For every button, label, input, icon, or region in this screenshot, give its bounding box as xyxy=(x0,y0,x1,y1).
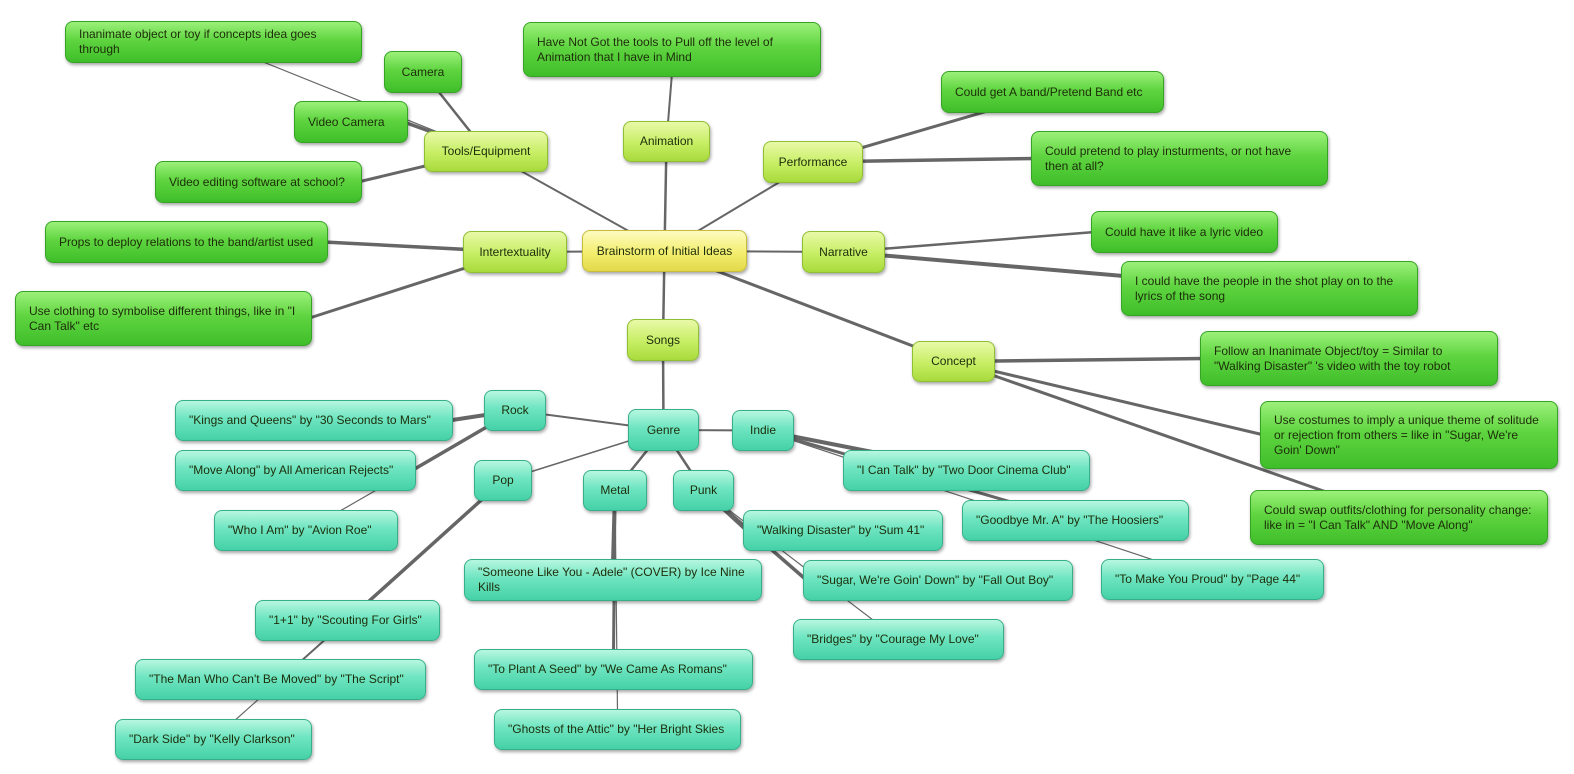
perf-instruments-label: Could pretend to play insturments, or no… xyxy=(1045,143,1292,173)
rock-song-2-label: "Move Along" by All American Rejects" xyxy=(189,463,394,477)
inter-props-node[interactable]: Props to deploy relations to the band/ar… xyxy=(45,221,328,263)
concept-outfits-label: Could swap outfits/clothing for personal… xyxy=(1264,502,1532,532)
tools-camera-node[interactable]: Camera xyxy=(384,51,462,93)
intertextuality-node[interactable]: Intertextuality xyxy=(463,231,567,273)
perf-instruments-node[interactable]: Could pretend to play insturments, or no… xyxy=(1031,131,1328,186)
animation-note-label: Have Not Got the tools to Pull off the l… xyxy=(537,34,773,64)
concept-object-label: Follow an Inanimate Object/toy = Similar… xyxy=(1214,343,1451,373)
punk-song-3-label: "Bridges" by "Courage My Love" xyxy=(807,632,979,646)
tools-video-camera-label: Video Camera xyxy=(308,114,385,129)
indie-song-2-label: "Goodbye Mr. A" by "The Hoosiers" xyxy=(976,513,1164,527)
punk-song-2-node[interactable]: "Sugar, We're Goin' Down" by "Fall Out B… xyxy=(803,560,1073,601)
tools-video-camera-node[interactable]: Video Camera xyxy=(294,101,408,143)
inter-clothing-node[interactable]: Use clothing to symbolise different thin… xyxy=(15,291,312,346)
punk-song-1-node[interactable]: "Walking Disaster" by "Sum 41" xyxy=(743,510,943,551)
animation-node[interactable]: Animation xyxy=(623,121,710,162)
punk-node[interactable]: Punk xyxy=(673,470,734,511)
connector-punk-punk_3 xyxy=(702,489,900,641)
perf-band-label: Could get A band/Pretend Band etc xyxy=(955,84,1143,99)
metal-song-2-label: "To Plant A Seed" by "We Came As Romans" xyxy=(488,662,727,676)
punk-song-1-label: "Walking Disaster" by "Sum 41" xyxy=(757,523,925,537)
connector-narrative-narr_lyric_video xyxy=(842,230,1097,254)
songs-label: Songs xyxy=(645,332,681,347)
rock-song-3-label: "Who I Am" by "Avion Roe" xyxy=(228,523,372,537)
performance-label: Performance xyxy=(778,154,848,169)
rock-song-2-node[interactable]: "Move Along" by All American Rejects" xyxy=(175,450,416,491)
indie-song-3-node[interactable]: "To Make You Proud" by "Page 44" xyxy=(1101,559,1324,600)
perf-band-node[interactable]: Could get A band/Pretend Band etc xyxy=(941,71,1164,113)
punk-song-2-label: "Sugar, We're Goin' Down" by "Fall Out B… xyxy=(817,573,1054,587)
indie-song-1-label: "I Can Talk" by "Two Door Cinema Club" xyxy=(857,463,1071,477)
rock-node[interactable]: Rock xyxy=(484,390,546,431)
pop-song-1-node[interactable]: "1+1" by "Scouting For Girls" xyxy=(255,600,440,641)
rock-label: Rock xyxy=(501,403,529,417)
pop-node[interactable]: Pop xyxy=(474,460,532,501)
indie-song-2-node[interactable]: "Goodbye Mr. A" by "The Hoosiers" xyxy=(962,500,1189,541)
concept-label: Concept xyxy=(931,354,976,368)
indie-label: Indie xyxy=(749,423,777,437)
rock-song-1-node[interactable]: "Kings and Queens" by "30 Seconds to Mar… xyxy=(175,400,453,441)
pop-song-3-label: "Dark Side" by "Kelly Clarkson" xyxy=(129,732,295,746)
animation-note-node[interactable]: Have Not Got the tools to Pull off the l… xyxy=(523,22,821,77)
tools-software-node[interactable]: Video editing software at school? xyxy=(155,161,362,203)
tools-inanimate-node[interactable]: Inanimate object or toy if concepts idea… xyxy=(65,21,362,63)
tools-label: Tools/Equipment xyxy=(441,144,531,158)
indie-song-1-node[interactable]: "I Can Talk" by "Two Door Cinema Club" xyxy=(843,450,1090,491)
concept-costumes-label: Use costumes to imply a unique theme of … xyxy=(1274,412,1539,457)
indie-node[interactable]: Indie xyxy=(732,410,794,451)
root-node[interactable]: Brainstorm of Initial Ideas xyxy=(582,230,747,272)
connector-concept-concept_object xyxy=(951,356,1206,364)
pop-label: Pop xyxy=(492,473,514,487)
genre-label: Genre xyxy=(646,422,681,437)
metal-label: Metal xyxy=(600,483,630,497)
punk-label: Punk xyxy=(689,483,718,497)
metal-song-1-node[interactable]: "Someone Like You - Adele" (COVER) by Ic… xyxy=(464,559,762,601)
animation-label: Animation xyxy=(639,134,694,148)
root-label: Brainstorm of Initial Ideas xyxy=(596,243,733,258)
pop-song-2-label: "The Man Who Can't Be Moved" by "The Scr… xyxy=(149,672,404,686)
intertextuality-label: Intertextuality xyxy=(479,244,551,259)
connector-concept-concept_costumes xyxy=(952,360,1266,437)
narr-play-lyrics-label: I could have the people in the shot play… xyxy=(1135,273,1394,303)
performance-node[interactable]: Performance xyxy=(763,141,863,183)
inter-props-label: Props to deploy relations to the band/ar… xyxy=(59,234,314,249)
concept-costumes-node[interactable]: Use costumes to imply a unique theme of … xyxy=(1260,401,1558,469)
pop-song-2-node[interactable]: "The Man Who Can't Be Moved" by "The Scr… xyxy=(135,659,426,700)
narr-lyric-video-node[interactable]: Could have it like a lyric video xyxy=(1091,211,1278,253)
pop-song-3-node[interactable]: "Dark Side" by "Kelly Clarkson" xyxy=(115,719,312,760)
narrative-node[interactable]: Narrative xyxy=(802,231,885,273)
metal-song-3-node[interactable]: "Ghosts of the Attic" by "Her Bright Ski… xyxy=(494,709,741,750)
narr-play-lyrics-node[interactable]: I could have the people in the shot play… xyxy=(1121,261,1418,316)
narr-lyric-video-label: Could have it like a lyric video xyxy=(1105,224,1264,239)
genre-node[interactable]: Genre xyxy=(628,409,699,451)
concept-object-node[interactable]: Follow an Inanimate Object/toy = Similar… xyxy=(1200,331,1498,386)
concept-outfits-node[interactable]: Could swap outfits/clothing for personal… xyxy=(1250,490,1548,545)
concept-node[interactable]: Concept xyxy=(912,341,995,382)
inter-clothing-label: Use clothing to symbolise different thin… xyxy=(29,303,296,333)
metal-node[interactable]: Metal xyxy=(583,470,647,511)
tools-inanimate-label: Inanimate object or toy if concepts idea… xyxy=(79,27,317,56)
narrative-label: Narrative xyxy=(819,244,868,259)
punk-song-3-node[interactable]: "Bridges" by "Courage My Love" xyxy=(793,619,1004,660)
metal-song-1-label: "Someone Like You - Adele" (COVER) by Ic… xyxy=(478,565,745,594)
metal-song-2-node[interactable]: "To Plant A Seed" by "We Came As Romans" xyxy=(474,649,753,690)
rock-song-1-label: "Kings and Queens" by "30 Seconds to Mar… xyxy=(189,413,431,427)
songs-node[interactable]: Songs xyxy=(627,319,699,361)
tools-camera-label: Camera xyxy=(401,64,445,79)
metal-song-3-label: "Ghosts of the Attic" by "Her Bright Ski… xyxy=(508,722,725,736)
indie-song-3-label: "To Make You Proud" by "Page 44" xyxy=(1115,572,1301,586)
rock-song-3-node[interactable]: "Who I Am" by "Avion Roe" xyxy=(214,510,398,551)
tools-node[interactable]: Tools/Equipment xyxy=(424,131,548,172)
tools-software-label: Video editing software at school? xyxy=(169,174,345,189)
pop-song-1-label: "1+1" by "Scouting For Girls" xyxy=(269,613,422,627)
